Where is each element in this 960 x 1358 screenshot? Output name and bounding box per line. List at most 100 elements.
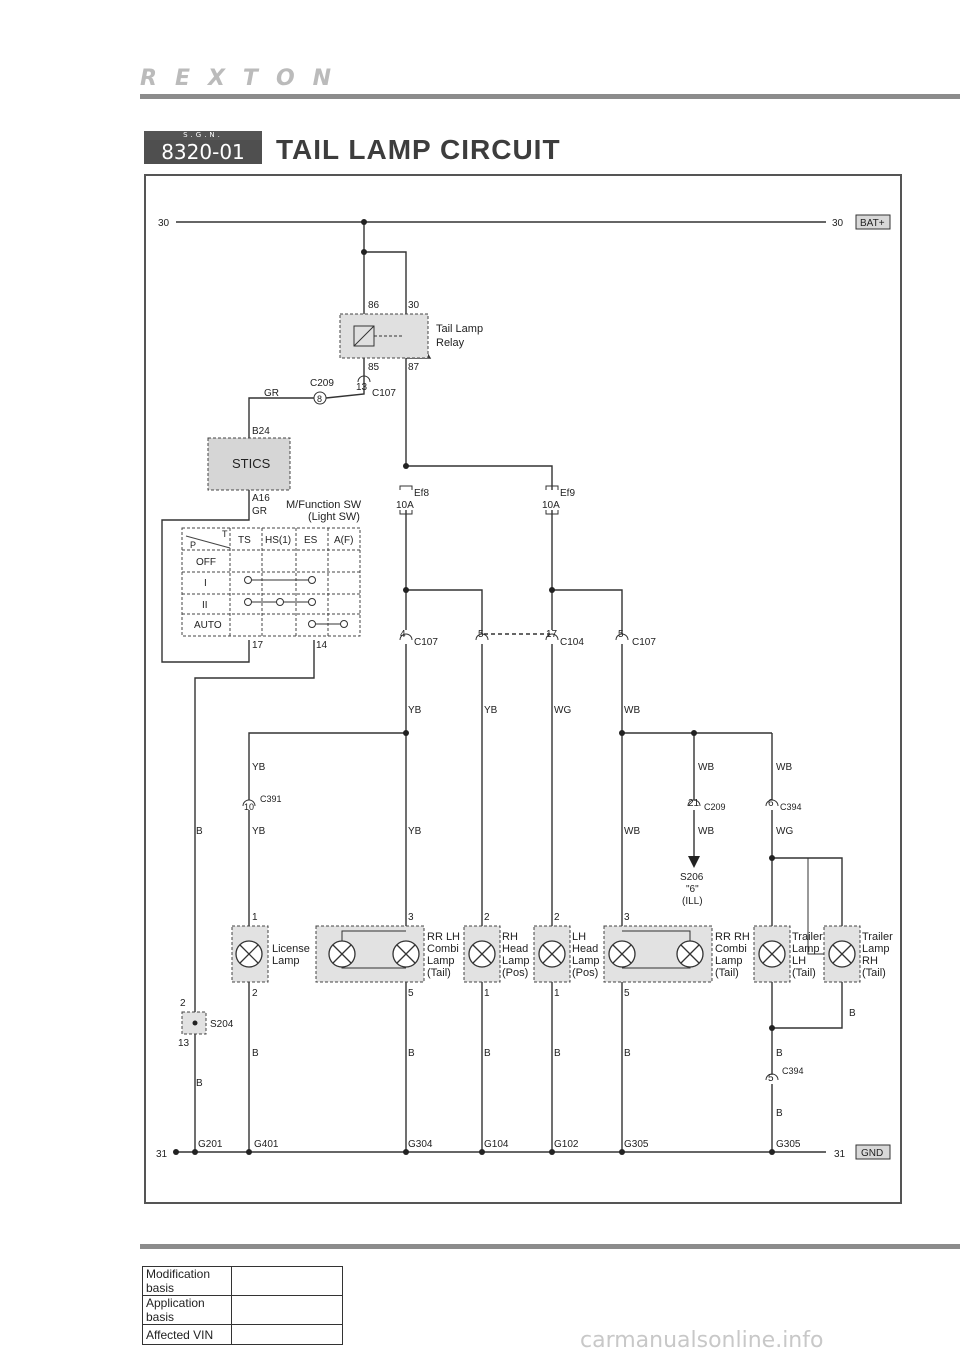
stics-label: STICS	[232, 456, 271, 471]
switch-name: M/Function SW	[286, 499, 362, 511]
switch-col-es: ES	[304, 535, 318, 546]
rrlh-pin-bot: 5	[408, 988, 414, 999]
s204-label: S204	[210, 1019, 234, 1030]
rrlh-name-2: Combi	[427, 943, 459, 955]
fuse-ef8-amp: 10A	[396, 500, 414, 511]
c104-pin-17: 17	[546, 629, 558, 640]
bus-top-right-label: 30	[832, 218, 844, 229]
s206-sub2: (ILL)	[682, 896, 703, 907]
c107-label-top: C107	[372, 388, 396, 399]
diagram-frame	[144, 174, 902, 1204]
switch-pin-14: 14	[316, 640, 328, 651]
rrrh-name-3: Lamp	[715, 955, 743, 967]
trailer-rh-name-2: Lamp	[862, 943, 890, 955]
switch-col-af: A(F)	[334, 535, 353, 546]
rrrh-pin-top: 3	[624, 912, 630, 923]
trailer-rh-name-1: Trailer	[862, 931, 893, 943]
ground-g401: G401	[254, 1139, 279, 1150]
c394-label-bot: C394	[782, 1066, 804, 1076]
wire-b-lh: B	[554, 1048, 561, 1059]
fuse-ef9-amp: 10A	[542, 500, 560, 511]
trailer-lh-name-3: LH	[792, 955, 806, 967]
c107-pin-4: 4	[400, 629, 406, 640]
c391-label: C391	[260, 794, 282, 804]
switch-row-auto: AUTO	[194, 620, 222, 631]
c209b-label: C209	[704, 802, 726, 812]
lamp-bulb-icon	[235, 940, 856, 968]
switch-row-off: OFF	[196, 557, 216, 568]
affected-vin-value	[231, 1324, 343, 1345]
wire-b-trl2: B	[776, 1108, 783, 1119]
rh-head-name-3: Lamp	[502, 955, 530, 967]
bus-top-left-label: 30	[158, 218, 170, 229]
rrrh-name-2: Combi	[715, 943, 747, 955]
s204-bot-pin: 13	[178, 1038, 190, 1049]
ground-g305a: G305	[624, 1139, 649, 1150]
wire-wg-c394b: WG	[776, 826, 793, 837]
rrlh-pin-top: 3	[408, 912, 414, 923]
brand-logo: REXTON	[140, 66, 350, 91]
wire-b-left: B	[196, 826, 203, 837]
trailer-rh-name-4: (Tail)	[862, 967, 886, 979]
relay-pin-86: 86	[368, 300, 380, 311]
lh-head-pin-bot: 1	[554, 988, 560, 999]
footer-rule	[140, 1244, 960, 1249]
wire-b-rrrh: B	[624, 1048, 631, 1059]
switch-row-ii: II	[202, 600, 208, 611]
rh-head-name-2: Head	[502, 943, 528, 955]
wire-b-trl: B	[776, 1048, 783, 1059]
s204-top-pin: 2	[180, 998, 186, 1009]
c104-label: C104	[560, 637, 584, 648]
c391-pin: 10	[244, 802, 254, 812]
wire-b24: B24	[252, 426, 270, 437]
wire-gr-a16: GR	[252, 506, 267, 517]
switch-sub: (Light SW)	[308, 511, 360, 523]
trailer-lh-name-4: (Tail)	[792, 967, 816, 979]
relay-pin-30: 30	[408, 300, 420, 311]
rh-head-pin-bot: 1	[484, 988, 490, 999]
bat-tag: BAT+	[860, 218, 885, 229]
switch-corner-p: P	[190, 540, 196, 550]
rh-head-name-4: (Pos)	[502, 967, 528, 979]
bus-bottom-right-label: 31	[834, 1149, 846, 1160]
modification-basis-label: Modification basis	[142, 1266, 232, 1296]
wire-wb-s206b: WB	[698, 826, 714, 837]
wire-gr-top: GR	[264, 388, 279, 399]
wire-wb-rrrh: WB	[624, 826, 640, 837]
license-pin-top: 1	[252, 912, 258, 923]
rrrh-name-4: (Tail)	[715, 967, 739, 979]
modification-basis-value	[231, 1266, 343, 1296]
wire-yb1: YB	[408, 705, 422, 716]
c107-pin-5a: 5	[478, 629, 484, 640]
lh-head-name-2: Head	[572, 943, 598, 955]
wire-b-rrlh: B	[408, 1048, 415, 1059]
wire-b-rh: B	[484, 1048, 491, 1059]
license-name-1: License	[272, 943, 310, 955]
wire-yb-lic-bot: YB	[252, 826, 266, 837]
lh-head-name-1: LH	[572, 931, 586, 943]
s206-sub1: "6"	[686, 884, 699, 895]
rrlh-name-3: Lamp	[427, 955, 455, 967]
wire-wg1: WG	[554, 705, 571, 716]
wire-yb2: YB	[484, 705, 498, 716]
ground-g305b: G305	[776, 1139, 801, 1150]
page-title: TAIL LAMP CIRCUIT	[276, 134, 561, 165]
trailer-rh-name-3: RH	[862, 955, 878, 967]
c107-label-5b: C107	[632, 637, 656, 648]
rrlh-name-4: (Tail)	[427, 967, 451, 979]
lh-head-name-3: Lamp	[572, 955, 600, 967]
ground-g102: G102	[554, 1139, 579, 1150]
rh-head-name-1: RH	[502, 931, 518, 943]
c394-pin6: 6	[768, 798, 774, 809]
switch-corner-t: T	[222, 529, 228, 539]
switch-pin-17: 17	[252, 640, 264, 651]
c209b-pin: 21	[688, 798, 700, 809]
wire-yb-rrlh: YB	[408, 826, 422, 837]
switch-row-i: I	[204, 578, 207, 589]
wire-b-trr: B	[849, 1008, 856, 1019]
c107-pin-13: 13	[356, 382, 368, 393]
s206-label: S206	[680, 872, 704, 883]
gnd-tag: GND	[861, 1148, 883, 1159]
c209-label: C209	[310, 378, 334, 389]
license-name-2: Lamp	[272, 955, 300, 967]
